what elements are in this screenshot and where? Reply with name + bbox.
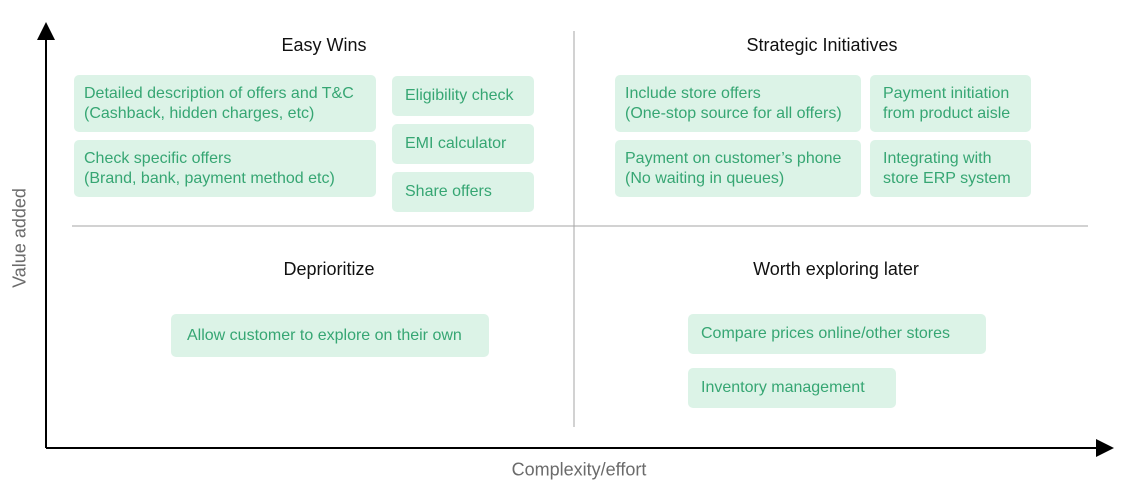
card-inventory-management: Inventory management <box>688 368 896 408</box>
card-label: Eligibility check <box>405 87 514 104</box>
card-label: Inventory management <box>701 379 865 396</box>
card-label: Check specific offers (Brand, bank, paym… <box>84 149 335 187</box>
quadrant-title-worth-exploring-later: Worth exploring later <box>753 259 919 279</box>
card-payment-initiation: Payment initiation from product aisle <box>870 75 1031 132</box>
y-axis <box>37 22 55 448</box>
card-label: Detailed description of offers and T&C (… <box>84 84 354 122</box>
y-axis-arrow-icon <box>37 22 55 40</box>
quadrant-title-strategic-initiatives: Strategic Initiatives <box>746 35 898 55</box>
card-eligibility-check: Eligibility check <box>392 76 534 116</box>
card-label: EMI calculator <box>405 135 507 152</box>
card-label: Payment on customer’s phone (No waiting … <box>625 149 842 187</box>
card-compare-prices: Compare prices online/other stores <box>688 314 986 354</box>
card-payment-on-phone: Payment on customer’s phone (No waiting … <box>615 140 861 197</box>
quadrant-title-easy-wins: Easy Wins <box>281 35 367 55</box>
card-emi-calculator: EMI calculator <box>392 124 534 164</box>
x-axis <box>46 439 1114 457</box>
card-detailed-description: Detailed description of offers and T&C (… <box>74 75 376 132</box>
quadrant-title-deprioritize: Deprioritize <box>283 259 375 279</box>
card-share-offers: Share offers <box>392 172 534 212</box>
card-label: Compare prices online/other stores <box>701 325 951 342</box>
card-label: Integrating with store ERP system <box>883 149 1011 187</box>
card-allow-explore: Allow customer to explore on their own <box>171 314 489 357</box>
card-include-store-offers: Include store offers (One-stop source fo… <box>615 75 861 132</box>
card-label: Allow customer to explore on their own <box>187 326 462 344</box>
card-label: Share offers <box>405 183 492 200</box>
y-axis-label: Value added <box>9 188 30 288</box>
card-check-specific-offers: Check specific offers (Brand, bank, paym… <box>74 140 376 197</box>
x-axis-label: Complexity/effort <box>511 459 647 480</box>
x-axis-arrow-icon <box>1096 439 1114 457</box>
card-label: Include store offers (One-stop source fo… <box>625 84 842 122</box>
card-label: Payment initiation from product aisle <box>883 84 1011 122</box>
card-integrating-erp: Integrating with store ERP system <box>870 140 1031 197</box>
